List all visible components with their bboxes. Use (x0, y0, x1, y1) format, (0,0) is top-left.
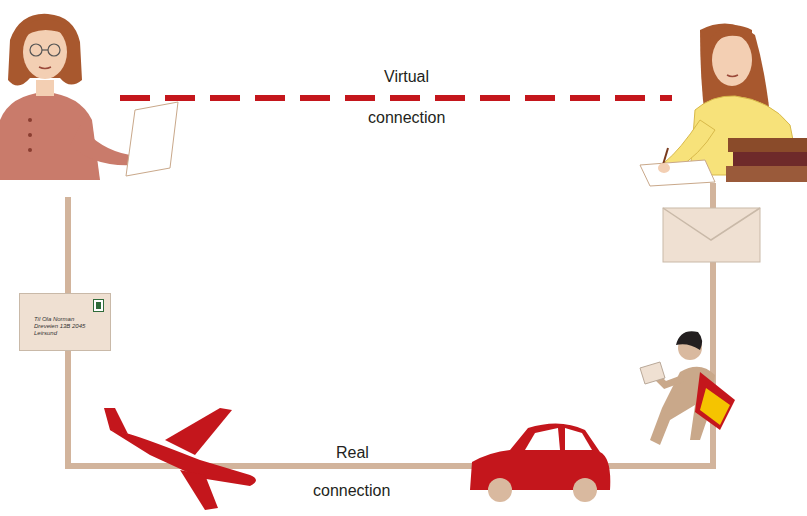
stamp (93, 299, 104, 312)
stamp-image (96, 302, 101, 309)
airplane (104, 408, 256, 510)
connection-label: Virtual (384, 68, 429, 86)
connection-label: Real (336, 444, 369, 462)
car (470, 423, 610, 502)
receiver-figure (640, 24, 807, 186)
address-text: Til Ola Norman Dreveien 13B 2045 Leirsun… (34, 316, 88, 337)
mail-carrier (640, 331, 735, 445)
connection-label: connection (313, 482, 390, 500)
virtual-line (120, 95, 672, 101)
address-envelope: Til Ola Norman Dreveien 13B 2045 Leirsun… (19, 293, 111, 351)
envelope-icon (663, 208, 760, 262)
real-path (68, 183, 713, 466)
connection-label: connection (368, 109, 445, 127)
sender-figure (0, 14, 178, 180)
